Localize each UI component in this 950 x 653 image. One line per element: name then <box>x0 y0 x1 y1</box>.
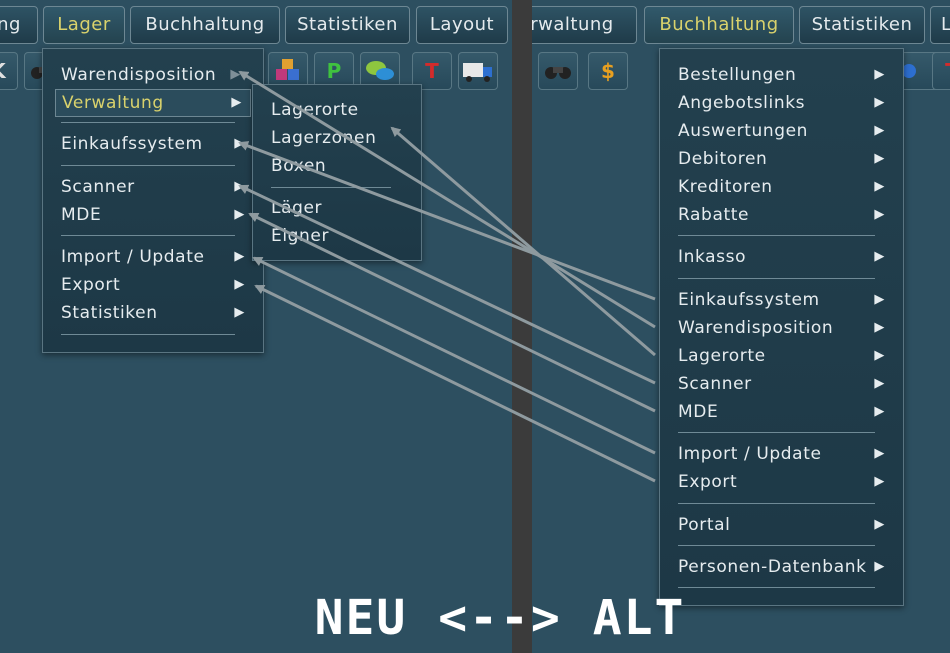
toolbar-t-icon[interactable]: T <box>932 52 950 90</box>
submenu-arrow-icon: ▶ <box>230 67 241 82</box>
menu-separator <box>678 503 875 504</box>
tab-statistiken[interactable]: Statistiken <box>285 6 410 44</box>
submenu-arrow-icon: ▶ <box>874 67 885 82</box>
tab-buchhaltung[interactable]: Buchhaltung <box>644 6 794 44</box>
menu-separator <box>678 235 875 236</box>
caption-neu-alt: NEU <--> ALT <box>314 590 686 646</box>
toolbar-binoculars-icon[interactable] <box>538 52 578 90</box>
left-panel-neu: ng Lager Buchhaltung Statistiken Layout … <box>0 6 508 353</box>
arrow-import-update <box>252 256 656 455</box>
tab-layout[interactable]: Layout <box>416 6 508 44</box>
menu-item-import-update[interactable]: Import / Update▶ <box>61 244 253 270</box>
submenu-arrow-icon: ▶ <box>874 292 885 307</box>
submenu-item-lagerzonen[interactable]: Lagerzonen <box>271 128 377 148</box>
lager-menu: Warendisposition▶ Verwaltung▶ Einkaufssy… <box>42 48 264 353</box>
submenu-arrow-icon: ▶ <box>231 95 242 110</box>
menu-separator <box>678 545 875 546</box>
arrow-warendisposition <box>238 70 656 329</box>
submenu-arrow-icon: ▶ <box>874 517 885 532</box>
menu-item-verwaltung[interactable]: Verwaltung▶ <box>55 89 251 117</box>
menu-item-mde[interactable]: MDE▶ <box>678 399 893 425</box>
menu-separator <box>271 187 391 188</box>
menu-item-import-update[interactable]: Import / Update▶ <box>678 441 893 467</box>
menu-separator <box>61 334 235 335</box>
right-panel-alt: rwaltung Buchhaltung Statistiken L $ T B… <box>532 0 950 653</box>
arrow-mde <box>248 212 656 413</box>
submenu-arrow-icon: ▶ <box>874 249 885 264</box>
submenu-arrow-icon: ▶ <box>874 348 885 363</box>
submenu-arrow-icon: ▶ <box>874 446 885 461</box>
submenu-arrow-icon: ▶ <box>234 207 245 222</box>
menu-item-rabatte[interactable]: Rabatte▶ <box>678 202 893 228</box>
arrow-einkaufssystem <box>238 141 656 301</box>
submenu-arrow-icon: ▶ <box>874 151 885 166</box>
toolbar-boxes-icon[interactable] <box>268 52 308 90</box>
submenu-arrow-icon: ▶ <box>874 474 885 489</box>
menu-item-debitoren[interactable]: Debitoren▶ <box>678 146 893 172</box>
menu-item-lagerorte[interactable]: Lagerorte▶ <box>678 343 893 369</box>
menu-separator <box>678 278 875 279</box>
submenu-arrow-icon: ▶ <box>234 305 245 320</box>
toolbar-t-icon[interactable]: T <box>412 52 452 90</box>
submenu-arrow-icon: ▶ <box>874 404 885 419</box>
tab-verwaltung-partial[interactable]: rwaltung <box>532 6 637 44</box>
submenu-arrow-icon: ▶ <box>874 320 885 335</box>
menu-item-auswertungen[interactable]: Auswertungen▶ <box>678 118 893 144</box>
menu-separator <box>678 432 875 433</box>
menu-item-warendisposition[interactable]: Warendisposition▶ <box>678 315 893 341</box>
submenu-arrow-icon: ▶ <box>234 249 245 264</box>
submenu-arrow-icon: ▶ <box>874 95 885 110</box>
menu-item-scanner[interactable]: Scanner▶ <box>678 371 893 397</box>
buchhaltung-menu: Bestellungen▶ Angebotslinks▶ Auswertunge… <box>659 48 904 606</box>
submenu-arrow-icon: ▶ <box>874 207 885 222</box>
toolbar-k-icon[interactable]: K <box>0 52 18 90</box>
submenu-arrow-icon: ▶ <box>874 179 885 194</box>
submenu-arrow-icon: ▶ <box>234 277 245 292</box>
submenu-arrow-icon: ▶ <box>874 123 885 138</box>
arrow-scanner <box>238 184 656 385</box>
arrow-export <box>254 284 656 483</box>
toolbar-dollar-icon[interactable]: $ <box>588 52 628 90</box>
tab-buchhaltung[interactable]: Buchhaltung <box>130 6 280 44</box>
arrow-lagerorte <box>390 126 656 357</box>
menu-item-angebotslinks[interactable]: Angebotslinks▶ <box>678 90 893 116</box>
tab-lager[interactable]: Lager <box>43 6 125 44</box>
submenu-arrow-icon: ▶ <box>874 376 885 391</box>
menu-item-inkasso[interactable]: Inkasso▶ <box>678 244 893 270</box>
menu-item-personen-datenbank[interactable]: Personen-Datenbank▶ <box>678 554 893 580</box>
toolbar-chat-icon[interactable] <box>360 52 400 90</box>
menu-separator <box>61 235 235 236</box>
menu-item-kreditoren[interactable]: Kreditoren▶ <box>678 174 893 200</box>
tab-statistiken[interactable]: Statistiken <box>799 6 925 44</box>
menu-item-mde[interactable]: MDE▶ <box>61 202 253 228</box>
menu-separator <box>678 587 875 588</box>
menu-item-export[interactable]: Export▶ <box>678 469 893 495</box>
menu-separator <box>61 122 235 123</box>
menu-separator <box>61 165 235 166</box>
menu-item-statistiken[interactable]: Statistiken▶ <box>61 300 253 326</box>
menu-item-export[interactable]: Export▶ <box>61 272 253 298</box>
menu-item-warendisposition[interactable]: Warendisposition▶ <box>61 62 253 88</box>
tab-partial[interactable]: L <box>930 6 950 44</box>
menu-item-bestellungen[interactable]: Bestellungen▶ <box>678 62 893 88</box>
submenu-arrow-icon: ▶ <box>874 559 885 574</box>
menu-item-portal[interactable]: Portal▶ <box>678 512 893 538</box>
toolbar-truck-icon[interactable] <box>458 52 498 90</box>
menu-item-einkaufssystem[interactable]: Einkaufssystem▶ <box>678 287 893 313</box>
toolbar-p-icon[interactable]: P <box>314 52 354 90</box>
submenu-item-laeger[interactable]: Läger <box>271 198 323 218</box>
panel-divider <box>512 0 532 653</box>
tab-partial[interactable]: ng <box>0 6 38 44</box>
